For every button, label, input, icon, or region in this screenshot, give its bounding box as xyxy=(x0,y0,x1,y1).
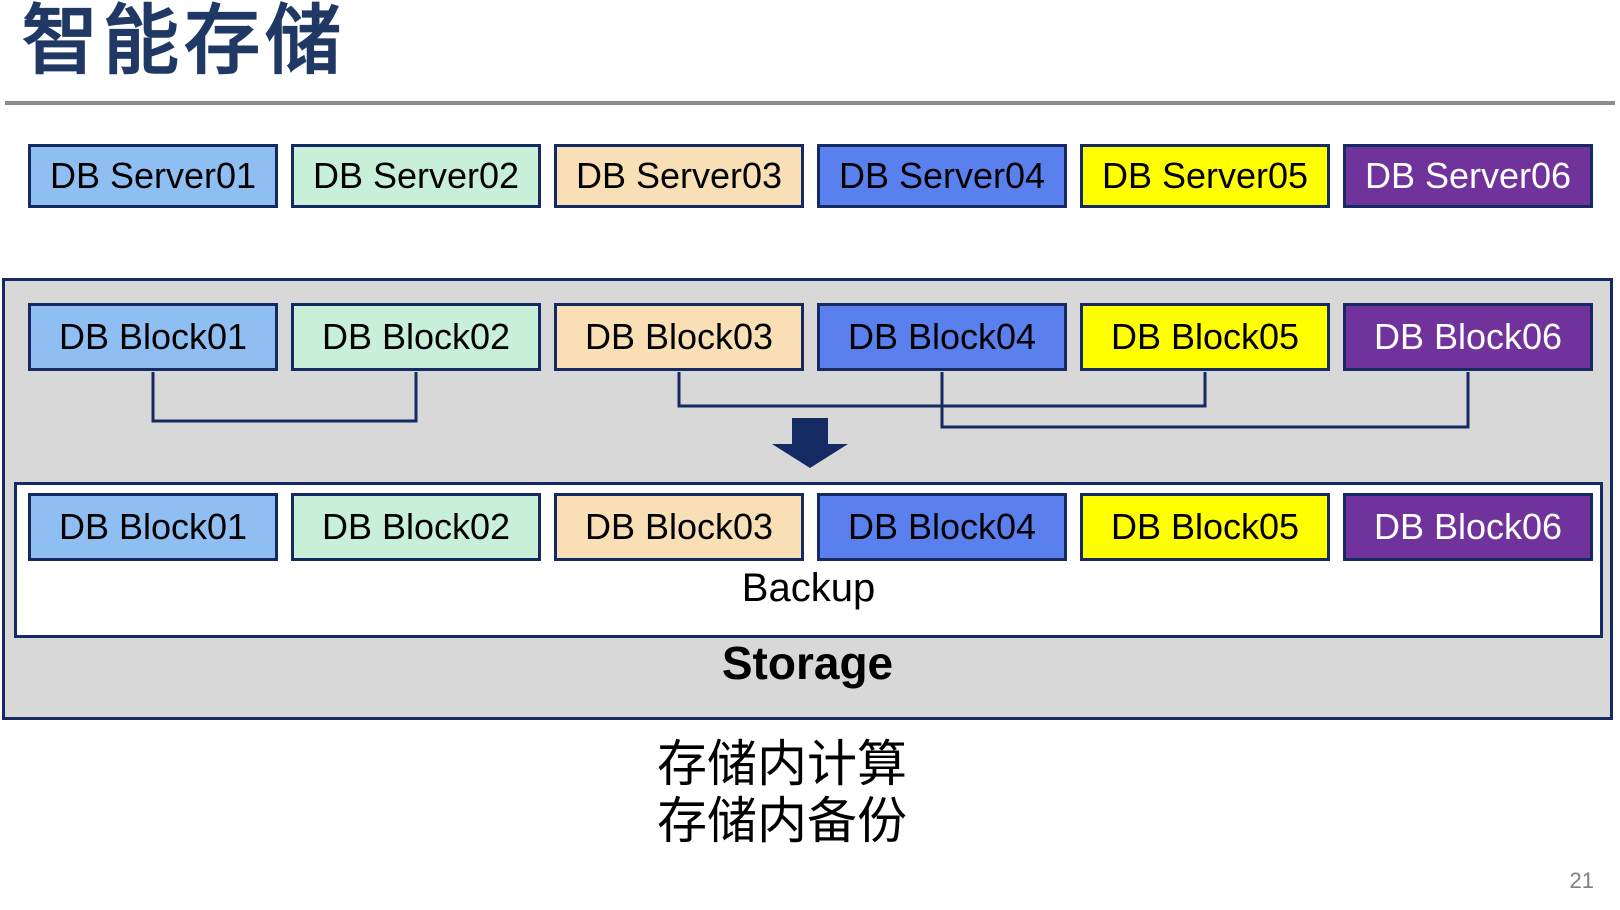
db-server-box: DB Server01 xyxy=(28,144,278,208)
db-block-backup-box: DB Block06 xyxy=(1343,493,1593,561)
page-title: 智能存储 xyxy=(22,0,346,84)
db-server-box: DB Server04 xyxy=(817,144,1067,208)
db-block-backup-box: DB Block01 xyxy=(28,493,278,561)
db-block-box: DB Block06 xyxy=(1343,303,1593,371)
db-block-backup-box: DB Block02 xyxy=(291,493,541,561)
title-divider xyxy=(5,101,1615,105)
db-server-box: DB Server05 xyxy=(1080,144,1330,208)
backup-label: Backup xyxy=(741,566,876,610)
db-block-backup-box: DB Block04 xyxy=(817,493,1067,561)
backup-container xyxy=(14,482,1603,638)
page-number: 21 xyxy=(1569,868,1594,893)
db-block-backup-box: DB Block03 xyxy=(554,493,804,561)
db-block-box: DB Block02 xyxy=(291,303,541,371)
storage-label: Storage xyxy=(721,637,894,689)
db-server-box: DB Server06 xyxy=(1343,144,1593,208)
annotation-line-1: 存储内计算 xyxy=(657,736,907,792)
db-block-box: DB Block01 xyxy=(28,303,278,371)
db-server-box: DB Server03 xyxy=(554,144,804,208)
annotation-line-2: 存储内备份 xyxy=(657,793,907,849)
db-block-backup-box: DB Block05 xyxy=(1080,493,1330,561)
db-block-box: DB Block04 xyxy=(817,303,1067,371)
db-block-box: DB Block05 xyxy=(1080,303,1330,371)
db-block-box: DB Block03 xyxy=(554,303,804,371)
annotation-text: 存储内计算 存储内备份 xyxy=(0,736,1592,850)
db-server-box: DB Server02 xyxy=(291,144,541,208)
